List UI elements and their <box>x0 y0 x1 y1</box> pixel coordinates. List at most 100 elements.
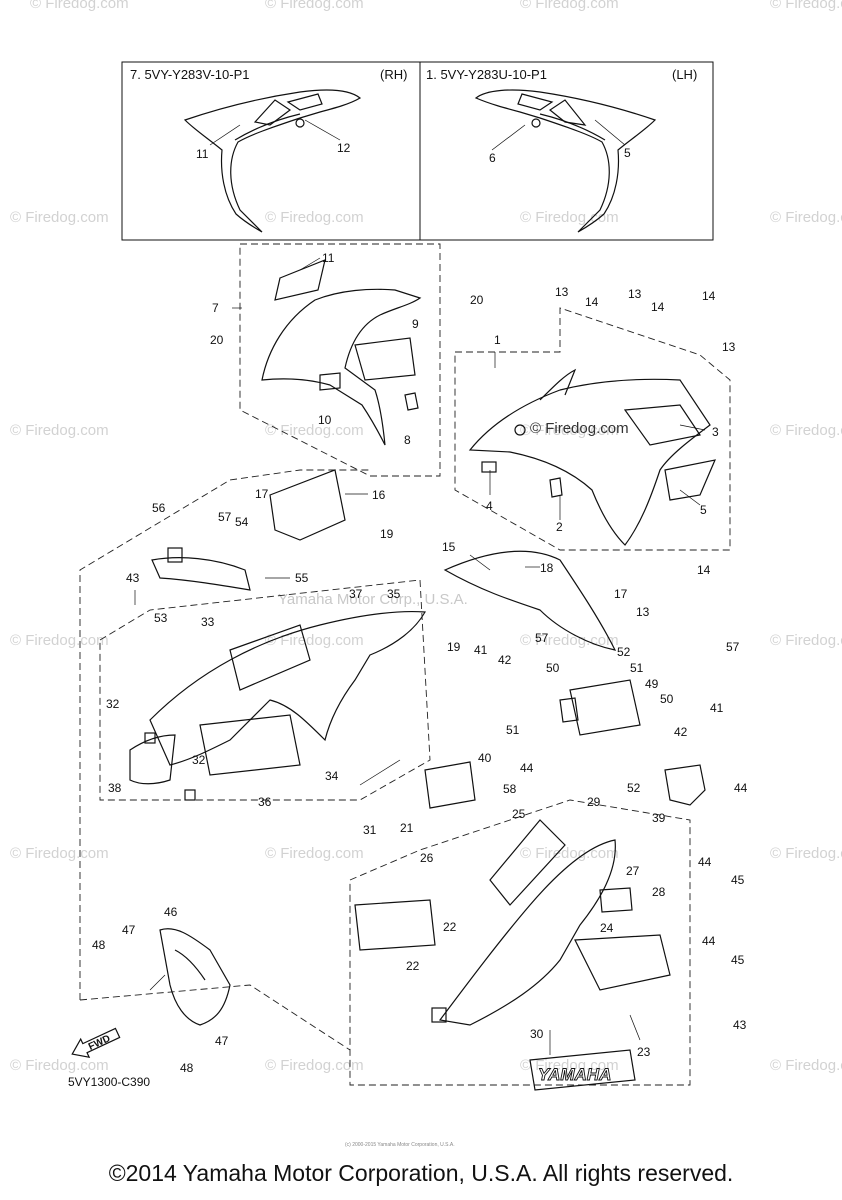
callout: 31 <box>363 823 377 837</box>
callout: 47 <box>122 923 136 937</box>
fwd-label: FWD <box>87 1033 112 1053</box>
callout: 12 <box>337 141 351 155</box>
callout: 39 <box>652 811 666 825</box>
part-lower-cowl-21: YAMAHA <box>354 819 671 1091</box>
watermark: © Firedog.com <box>10 422 109 439</box>
callout: 43 <box>733 1018 747 1032</box>
rh-side-label: (RH) <box>380 67 407 82</box>
callout: 13 <box>555 285 569 299</box>
callout: 18 <box>540 561 554 575</box>
callout: 41 <box>710 701 724 715</box>
watermark: © Firedog.com <box>10 209 109 226</box>
part-side-cowl-31 <box>129 610 426 801</box>
rh-upper-cowl <box>183 89 362 233</box>
callout: 57 <box>218 510 232 524</box>
watermark: © Firedog.com <box>10 1057 109 1074</box>
callout: 34 <box>325 769 339 783</box>
inset-frame <box>121 61 714 241</box>
lh-part-code: 1. 5VY-Y283U-10-P1 <box>426 67 547 82</box>
watermark: © Firedog.com <box>770 209 842 226</box>
diagram-code: 5VY1300-C390 <box>68 1075 150 1089</box>
callout: 47 <box>215 1034 229 1048</box>
callout: 36 <box>258 795 272 809</box>
callout: 14 <box>651 300 665 314</box>
callout: 7 <box>212 301 219 315</box>
callout: 8 <box>404 433 411 447</box>
callout: 10 <box>318 413 332 427</box>
callout: 14 <box>697 563 711 577</box>
callout: 13 <box>722 340 736 354</box>
callout: 45 <box>731 873 745 887</box>
callout: 52 <box>617 645 631 659</box>
callout: 21 <box>400 821 414 835</box>
callout: 19 <box>380 527 394 541</box>
callout: 40 <box>478 751 492 765</box>
part-upper-cowl-lh <box>468 368 717 546</box>
watermark: © Firedog.com <box>770 422 842 439</box>
watermark: © Firedog.com <box>10 845 109 862</box>
watermark: © Firedog.com <box>265 422 364 439</box>
callout: 44 <box>520 761 534 775</box>
callout: 2 <box>556 520 563 534</box>
callout: 3 <box>712 425 719 439</box>
callout: 56 <box>152 501 166 515</box>
callout: 6 <box>489 151 496 165</box>
watermark: © Firedog.com <box>770 0 842 12</box>
watermark: © Firedog.com <box>265 845 364 862</box>
callout: 15 <box>442 540 456 554</box>
callout: 4 <box>486 499 493 513</box>
callout: 20 <box>210 333 224 347</box>
callout: 51 <box>506 723 520 737</box>
callout: 29 <box>587 795 601 809</box>
watermark: © Firedog.com <box>520 1057 619 1074</box>
callout: 9 <box>412 317 419 331</box>
callout: 50 <box>546 661 560 675</box>
callout: 32 <box>106 697 120 711</box>
leader-lines <box>134 119 706 1055</box>
yamaha-decal-text: YAMAHA <box>538 1065 611 1084</box>
callout: 20 <box>470 293 484 307</box>
callout: 16 <box>372 488 386 502</box>
callout: 37 <box>349 587 363 601</box>
callout: 50 <box>660 692 674 706</box>
callout: 11 <box>196 147 209 161</box>
callout: 13 <box>628 287 642 301</box>
callout: 26 <box>420 851 434 865</box>
watermark-layer: © Firedog.com © Firedog.com © Firedog.co… <box>10 0 842 1074</box>
callout: 24 <box>600 921 614 935</box>
watermark: © Firedog.com <box>520 0 619 12</box>
callout: 17 <box>255 487 269 501</box>
callout-layer: 11 12 6 5 11 7 9 20 10 8 20 1 13 14 13 1… <box>92 141 748 1075</box>
part-front-cowl-46 <box>159 928 231 1026</box>
callout: 32 <box>192 753 206 767</box>
callout: 22 <box>443 920 457 934</box>
callout: 11 <box>322 251 335 265</box>
callout: 57 <box>726 640 740 654</box>
callout: 55 <box>295 571 309 585</box>
callout: 48 <box>180 1061 194 1075</box>
callout: 54 <box>235 515 249 529</box>
callout: 5 <box>700 503 707 517</box>
part-duct-49 <box>424 679 706 809</box>
callout: 46 <box>164 905 178 919</box>
watermark: © Firedog.com <box>30 0 129 12</box>
callout: 17 <box>614 587 628 601</box>
rh-part-code: 7. 5VY-Y283V-10-P1 <box>130 67 250 82</box>
callout: 42 <box>498 653 512 667</box>
center-watermark: Yamaha Motor Corp., U.S.A. <box>278 591 468 608</box>
watermark: © Firedog.com <box>265 1057 364 1074</box>
callout: 57 <box>535 631 549 645</box>
callout: 44 <box>698 855 712 869</box>
watermark: © Firedog.com <box>265 0 364 12</box>
callout: 14 <box>702 289 716 303</box>
watermark: © Firedog.com <box>520 422 619 439</box>
watermark: © Firedog.com <box>10 632 109 649</box>
callout: 43 <box>126 571 140 585</box>
callout: 13 <box>636 605 650 619</box>
group-outlines <box>79 243 731 1086</box>
callout: 51 <box>630 661 644 675</box>
callout: 44 <box>734 781 748 795</box>
callout: 19 <box>447 640 461 654</box>
callout: 25 <box>512 807 526 821</box>
